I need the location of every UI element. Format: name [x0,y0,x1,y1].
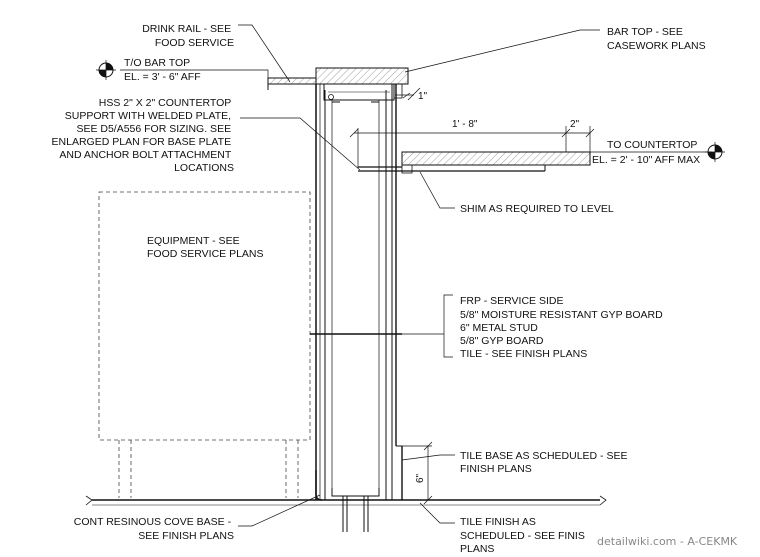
elevation-marker-bar-top [96,60,116,80]
wall-assembly-label: FRP - SERVICE SIDE 5/8" MOISTURE RESISTA… [460,295,666,360]
dimension-base-height: 6" [415,473,426,483]
countertop [358,151,591,174]
dimension-counter-edge: 2" [570,119,580,130]
dimension-1in: 1" [418,91,428,102]
tile-finish-label: TILE FINISH AS SCHEDULED - SEE FINIS PLA… [460,516,588,555]
bar-top [315,67,409,101]
watermark: detailwiki.com - A-CEKMK [597,535,738,548]
countertop-elevation-label: TO COUNTERTOP EL. = 2' - 10" AFF MAX [592,139,700,166]
tile-base-label: TILE BASE AS SCHEDULED - SEE FINISH PLAN… [460,450,630,475]
shim-label: SHIM AS REQUIRED TO LEVEL [460,203,614,215]
hss-support-label: HSS 2" X 2" COUNTERTOP SUPPORT WITH WELD… [52,97,234,174]
dimension-counter-depth: 1' - 8" [452,119,478,130]
drink-rail [267,77,317,90]
wall-assembly [310,84,403,532]
floor-line [85,495,607,506]
cove-base-label: CONT RESINOUS COVE BASE - SEE FINISH PLA… [74,516,234,542]
dimension-lines [349,87,595,505]
bar-top-elevation-label: T/O BAR TOP EL. = 3' - 6" AFF [124,57,201,83]
equipment-outline [98,191,311,498]
equipment-label: EQUIPMENT - SEE FOOD SERVICE PLANS [147,235,264,260]
drink-rail-label: DRINK RAIL - SEE FOOD SERVICE [142,23,234,49]
leader-lines [120,24,712,527]
bar-top-label: BAR TOP - SEE CASEWORK PLANS [607,26,706,52]
